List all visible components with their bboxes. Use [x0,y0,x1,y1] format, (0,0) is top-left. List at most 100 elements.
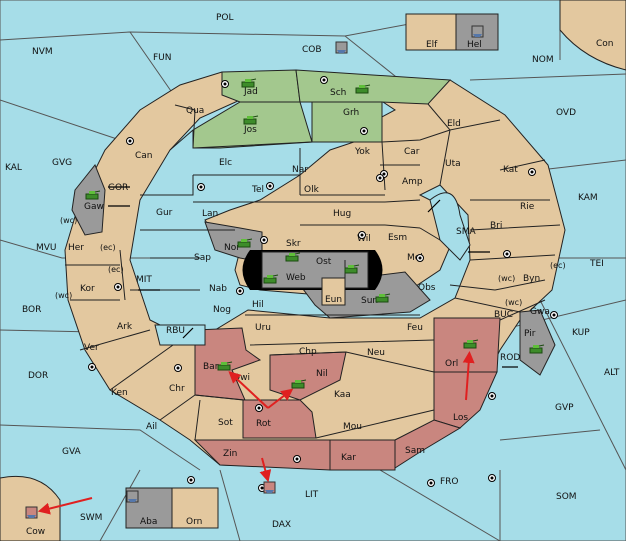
army-unit[interactable] [85,190,101,200]
land-label-kaa: Kaa [334,390,351,400]
land-label-elf: Elf [426,40,438,50]
land-label-qwi: Qwi [233,373,250,383]
sea-label-dor: DOR [28,371,48,381]
coast-tag: (ec) [108,265,124,274]
land-label-web: Web [286,273,306,283]
land-label-nor: Nor [224,243,240,253]
army-unit[interactable] [375,293,391,303]
supply-center-marker [174,364,182,372]
army-unit[interactable] [241,78,257,88]
move-order-arrow [462,350,475,401]
supply-center-marker [293,455,301,463]
land-label-ken: Ken [111,388,128,398]
land-label-aba: Aba [140,517,157,527]
army-unit[interactable] [291,379,307,389]
move-order-arrow [267,388,294,409]
supply-center-marker [266,182,274,190]
land-label-hel: Hel [467,40,482,50]
land-label-esm: Esm [388,233,407,243]
sea-label-dax: DAX [272,520,291,530]
fleet-unit[interactable] [126,490,139,503]
land-label-gur: Gur [156,208,173,218]
supply-center-marker [255,404,263,412]
eun-province [321,277,346,306]
land-label-gwa: Gwa [530,307,550,317]
army-unit[interactable] [243,115,259,125]
sea-label-fun: FUN [153,53,172,63]
army-unit[interactable] [217,361,233,371]
sea-label-pol: POL [216,13,234,23]
land-label-sam: Sam [405,446,425,456]
sea-label-kup: KUP [572,328,590,338]
supply-center-marker [488,392,496,400]
move-order-arrow [37,497,93,515]
land-label-yok: Yok [354,147,371,157]
army-unit[interactable] [285,252,301,262]
coast-tag: (wc) [55,291,72,300]
land-label-sch: Sch [330,88,346,98]
sea-label-gvg: GVG [52,158,72,168]
army-unit[interactable] [463,339,479,349]
green-provinces [192,69,452,149]
supply-center-marker [187,476,195,484]
supply-center-marker [550,311,558,319]
sea-label-mvu: MVU [36,243,57,253]
land-label-kar: Kar [341,453,356,463]
land-label-mel: Mel [407,253,423,263]
coast-tag: (ec) [100,243,116,252]
land-label-eld: Eld [447,119,461,129]
land-label-byn: Byn [523,274,540,284]
fleet-unit[interactable] [25,506,38,519]
land-label-can: Can [135,151,153,161]
land-label-gaw: Gaw [84,202,104,212]
coast-arrows [108,186,518,368]
sea-label-lit: LIT [305,490,319,500]
land-label-qua: Qua [186,106,204,116]
fleet-unit[interactable] [471,25,484,38]
land-label-chr: Chr [169,384,185,394]
sma-inlet [429,192,471,261]
land-label-ver: Ver [84,343,99,353]
army-unit[interactable] [263,274,279,284]
coast-tag: (wc) [60,216,77,225]
supply-center-marker [221,80,229,88]
land-label-uru: Uru [255,323,271,333]
land-label-obs: Obs [418,283,436,293]
sea-label-nom: NOM [532,55,554,65]
sea-label-gor: GOR [108,183,128,193]
supply-center-marker [427,479,435,487]
land-label-jos: Jos [243,125,257,135]
sea-label-swm: SWM [80,513,102,523]
move-order-arrow [259,457,272,483]
army-unit[interactable] [529,344,545,354]
land-label-lan: Lan [202,209,218,219]
land-label-feu: Feu [407,323,423,333]
army-unit[interactable] [237,238,253,248]
supply-center-marker [320,76,328,84]
move-order-arrow [228,371,269,409]
supply-center-marker [416,254,424,262]
army-unit[interactable] [355,84,371,94]
sea-label-kal: KAL [5,163,22,173]
land-label-kat: Kat [503,165,518,175]
land-label-neu: Neu [367,348,385,358]
sea-label-fro: FRO [440,477,459,487]
supply-center-marker [528,168,536,176]
army-unit[interactable] [344,264,360,274]
land-label-jad: Jad [243,87,258,97]
land-label-mou: Mou [343,422,362,432]
sea-label-gvp: GVP [555,403,574,413]
supply-center-marker [360,127,368,135]
fleet-unit[interactable] [263,481,276,494]
sea-label-bor: BOR [22,305,41,315]
land-label-amp: Amp [402,177,423,187]
land-label-wil: Wil [357,234,371,244]
land-label-car: Car [404,147,420,157]
supply-center-marker [376,174,384,182]
fleet-unit[interactable] [335,41,348,54]
sea-label-group: POL NVM FUN COB NOM Con OVD KAL GVG GOR … [5,13,620,530]
coast-tag: (wc) [505,298,522,307]
